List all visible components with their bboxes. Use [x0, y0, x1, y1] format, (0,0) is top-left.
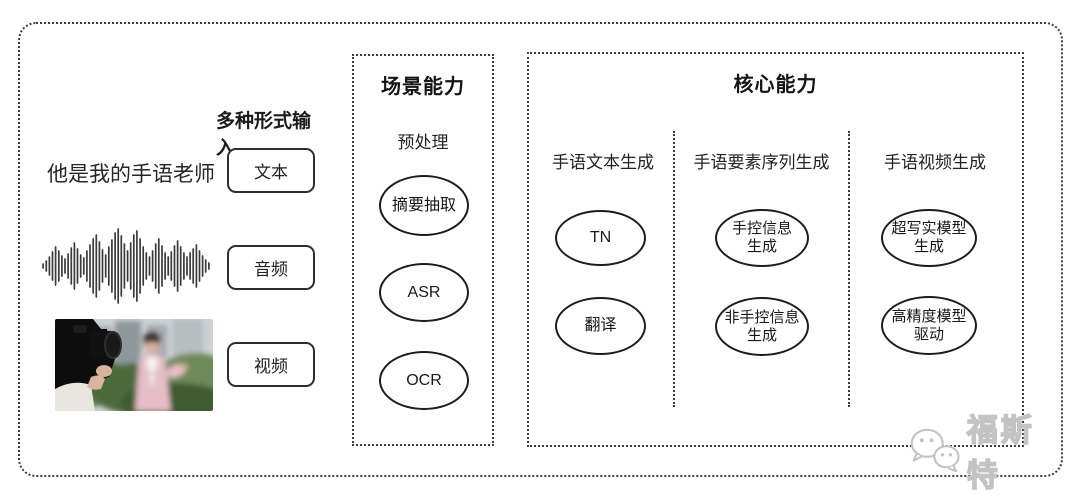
node-translation: 翻译: [555, 297, 646, 355]
column-header-sign-element-sequence-generation: 手语要素序列生成: [693, 153, 830, 172]
audio-waveform-image: [42, 228, 210, 304]
column-divider: [848, 131, 850, 407]
preprocessing-label: 预处理: [397, 133, 449, 152]
node-tn: TN: [555, 210, 646, 266]
outer-dotted-frame: [18, 22, 1063, 477]
column-header-sign-text-generation: 手语文本生成: [552, 153, 654, 172]
wechat-logo-icon: [910, 428, 960, 473]
node-hyperrealistic-model-generation: 超写实模型 生成: [881, 209, 977, 267]
node-high-precision-model-driving: 高精度模型 驱动: [881, 296, 977, 355]
watermark: 福斯特: [905, 412, 1065, 494]
input-type-box-text: 文本: [227, 148, 315, 193]
video-thumbnail-image: [55, 319, 213, 411]
node-summary-extraction: 摘要抽取: [379, 175, 469, 236]
input-type-label: 文本: [254, 163, 288, 182]
core-capability-box: 核心能力 手语文本生成 手语要素序列生成 手语视频生成 TN 翻译 手控信息 生…: [527, 52, 1024, 447]
column-divider: [673, 131, 675, 407]
input-type-box-video: 视频: [227, 342, 315, 387]
scene-capability-title: 场景能力: [381, 76, 465, 98]
node-non-manual-info-generation: 非手控信息 生成: [715, 297, 809, 356]
node-asr: ASR: [379, 263, 469, 322]
input-type-label: 视频: [254, 357, 288, 376]
watermark-text: 福斯特: [966, 412, 1035, 493]
sample-sentence-text: 他是我的手语老师: [47, 163, 215, 186]
column-header-sign-video-generation: 手语视频生成: [884, 153, 986, 172]
node-manual-info-generation: 手控信息 生成: [715, 209, 809, 267]
node-ocr: OCR: [379, 351, 469, 410]
core-capability-title: 核心能力: [733, 74, 818, 96]
input-type-label: 音频: [254, 260, 288, 279]
scene-capability-box: 场景能力 预处理 摘要抽取 ASR OCR: [352, 54, 494, 446]
input-type-box-audio: 音频: [227, 245, 315, 290]
